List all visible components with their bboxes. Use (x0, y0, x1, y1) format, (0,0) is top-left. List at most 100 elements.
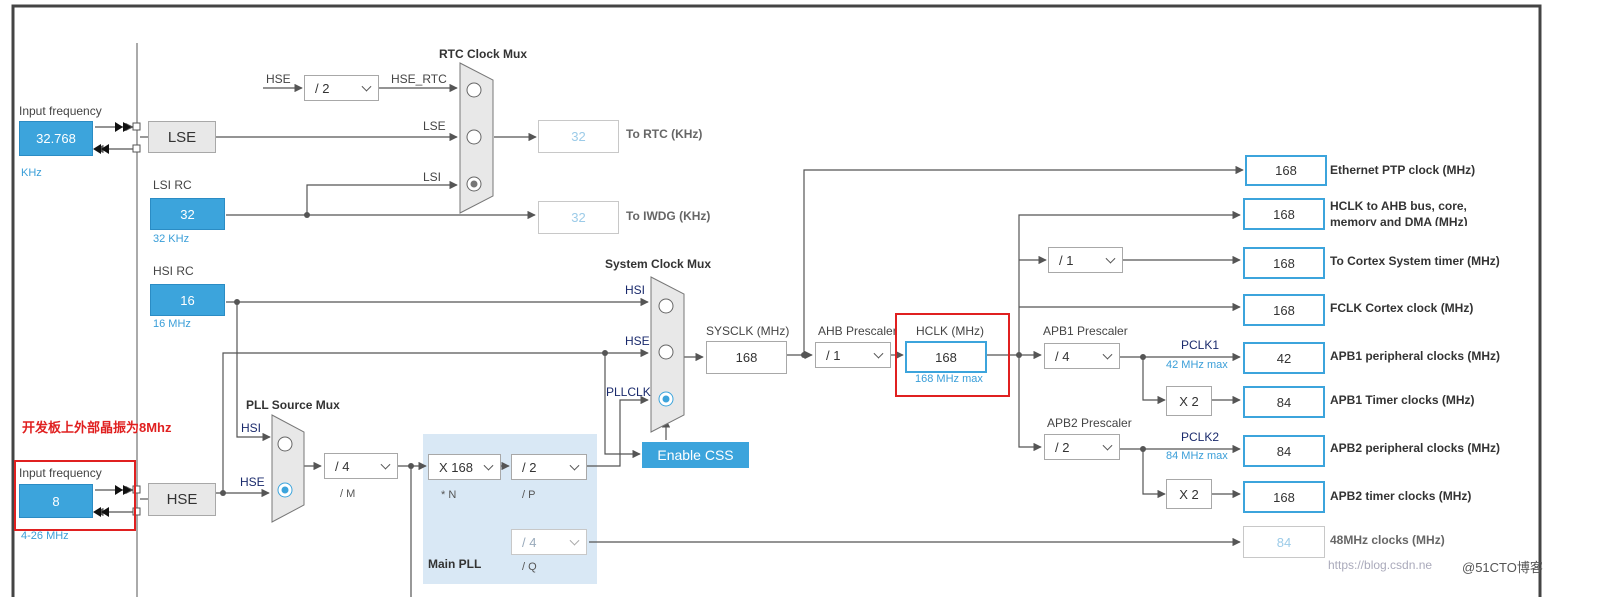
apb2-prescaler-value: / 2 (1055, 439, 1070, 455)
pll-p-select[interactable]: / 2 (511, 454, 587, 480)
fclk-cortex-clock-label: FCLK Cortex clock (MHz) (1330, 301, 1474, 315)
pll-p-label: / P (522, 489, 536, 501)
pll-src-hse-label: HSE (240, 475, 265, 489)
rtc-mux-title: RTC Clock Mux (439, 47, 528, 61)
hse-range: 4-26 MHz (21, 530, 69, 542)
pll-q-label: / Q (522, 561, 537, 573)
hclk-label: HCLK (MHz) (916, 324, 984, 338)
usb-48mhz-clock-value: 84 (1243, 526, 1325, 558)
sysclk-value: 168 (706, 341, 787, 374)
watermark-url: https://blog.csdn.ne (1328, 558, 1433, 572)
apb1-peripheral-clock-label: APB1 peripheral clocks (MHz) (1330, 349, 1501, 363)
pclk2-label: PCLK2 (1181, 430, 1220, 444)
pll-source-mux-title: PLL Source Mux (246, 398, 340, 412)
lsi-rc-value: 32 (150, 198, 225, 230)
pclk1-label: PCLK1 (1181, 338, 1220, 352)
chevron-down-icon (569, 535, 580, 546)
lse-unit: KHz (21, 167, 42, 179)
watermark-brand: @51CTO博客 (1462, 560, 1543, 575)
ethernet-ptp-clock-label: Ethernet PTP clock (MHz) (1330, 163, 1476, 177)
iwdg-output-label: To IWDG (KHz) (626, 209, 711, 223)
ethernet-ptp-clock-value[interactable]: 168 (1245, 155, 1327, 186)
chevron-down-icon (1105, 253, 1116, 264)
pll-m-select[interactable]: / 4 (324, 453, 398, 479)
pll-src-hsi-label: HSI (241, 421, 262, 435)
rtc-hse-label: HSE (266, 72, 291, 86)
lse-input-frequency[interactable]: 32.768 (19, 121, 93, 156)
pclk2-max: 84 MHz max (1166, 450, 1228, 462)
pll-q-select[interactable]: / 4 (511, 529, 587, 555)
ahb-prescaler-select[interactable]: / 1 (815, 342, 891, 368)
pll-n-select[interactable]: X 168 (428, 454, 501, 480)
rtc-output-label: To RTC (KHz) (626, 127, 703, 141)
hse-block: HSE (148, 483, 216, 516)
pclk1-max: 42 MHz max (1166, 359, 1228, 371)
apb2-peripheral-clock-label: APB2 peripheral clocks (MHz) (1330, 441, 1501, 455)
apb1-peripheral-clock-value[interactable]: 42 (1243, 342, 1325, 374)
apb1-prescaler-select[interactable]: / 4 (1044, 343, 1120, 369)
pll-source-mux (271, 414, 305, 523)
pll-n-label: * N (441, 489, 457, 501)
cortex-timer-divider-select[interactable]: / 1 (1048, 247, 1123, 273)
apb2-timer-clock-value[interactable]: 168 (1243, 481, 1325, 513)
pll-p-value: / 2 (522, 459, 537, 475)
lse-input-label: Input frequency (19, 104, 102, 118)
canvas-frame (11, 4, 1542, 597)
chevron-down-icon (873, 348, 884, 359)
apb2-peripheral-clock-value[interactable]: 84 (1243, 435, 1325, 467)
hclk-input[interactable]: 168 (905, 341, 987, 373)
main-pll-title: Main PLL (428, 557, 482, 571)
apb1-timer-clock-label: APB1 Timer clocks (MHz) (1330, 393, 1475, 407)
chevron-down-icon (569, 460, 580, 471)
pll-n-value: X 168 (439, 459, 473, 475)
apb1-prescaler-label: APB1 Prescaler (1043, 324, 1128, 338)
hse-input-frequency[interactable]: 8 (19, 484, 93, 518)
sys-mux-hse-label: HSE (625, 334, 650, 348)
hclk-ahb-bus-label: HCLK to AHB bus, core, memory and DMA (M… (1330, 199, 1468, 226)
rtc-clock-mux (459, 62, 494, 214)
rtc-hse-divider-value: / 2 (315, 80, 330, 96)
ahb-prescaler-label: AHB Prescaler (818, 324, 897, 338)
system-clock-mux (650, 276, 685, 433)
enable-css-button[interactable]: Enable CSS (642, 442, 749, 468)
cortex-system-timer-value[interactable]: 168 (1243, 247, 1325, 279)
hsi-rc-label: HSI RC (153, 264, 194, 278)
chevron-down-icon (361, 81, 372, 92)
cortex-system-timer-label: To Cortex System timer (MHz) (1330, 254, 1500, 268)
hsi-rc-value: 16 (150, 284, 225, 316)
chevron-down-icon (1102, 349, 1113, 360)
rtc-lsi-label: LSI (423, 170, 442, 184)
system-clock-mux-title: System Clock Mux (605, 257, 712, 271)
pll-m-value: / 4 (335, 458, 350, 474)
ahb-prescaler-value: / 1 (826, 347, 841, 363)
hse-highlight-frame (14, 460, 136, 531)
iwdg-output-value: 32 (538, 201, 619, 234)
chevron-down-icon (380, 459, 391, 470)
rtc-output-value: 32 (538, 120, 619, 153)
hclk-max: 168 MHz max (915, 373, 983, 385)
pll-m-label: / M (340, 488, 356, 500)
apb2-timer-multiplier: X 2 (1166, 479, 1212, 509)
apb1-timer-multiplier: X 2 (1166, 386, 1212, 416)
hsi-rc-sub: 16 MHz (153, 318, 191, 330)
lsi-rc-sub: 32 KHz (153, 233, 190, 245)
pll-q-value: / 4 (522, 534, 537, 550)
cortex-timer-divider-value: / 1 (1059, 252, 1074, 268)
sys-mux-pllclk-label: PLLCLK (606, 385, 651, 399)
apb2-prescaler-select[interactable]: / 2 (1044, 434, 1120, 460)
hclk-ahb-bus-value[interactable]: 168 (1243, 198, 1325, 230)
chevron-down-icon (483, 460, 494, 471)
fclk-cortex-clock-value[interactable]: 168 (1243, 294, 1325, 326)
lsi-rc-label: LSI RC (153, 178, 192, 192)
apb1-prescaler-value: / 4 (1055, 348, 1070, 364)
apb1-timer-clock-value[interactable]: 84 (1243, 386, 1325, 418)
apb2-prescaler-label: APB2 Prescaler (1047, 416, 1132, 430)
lse-block: LSE (148, 121, 216, 153)
hclk-highlight-frame (895, 313, 1010, 397)
rtc-hse-rtc-label: HSE_RTC (391, 72, 447, 86)
rtc-lse-label: LSE (423, 119, 446, 133)
rtc-hse-divider-select[interactable]: / 2 (304, 75, 379, 101)
chevron-down-icon (1102, 440, 1113, 451)
hse-input-label: Input frequency (19, 466, 102, 480)
